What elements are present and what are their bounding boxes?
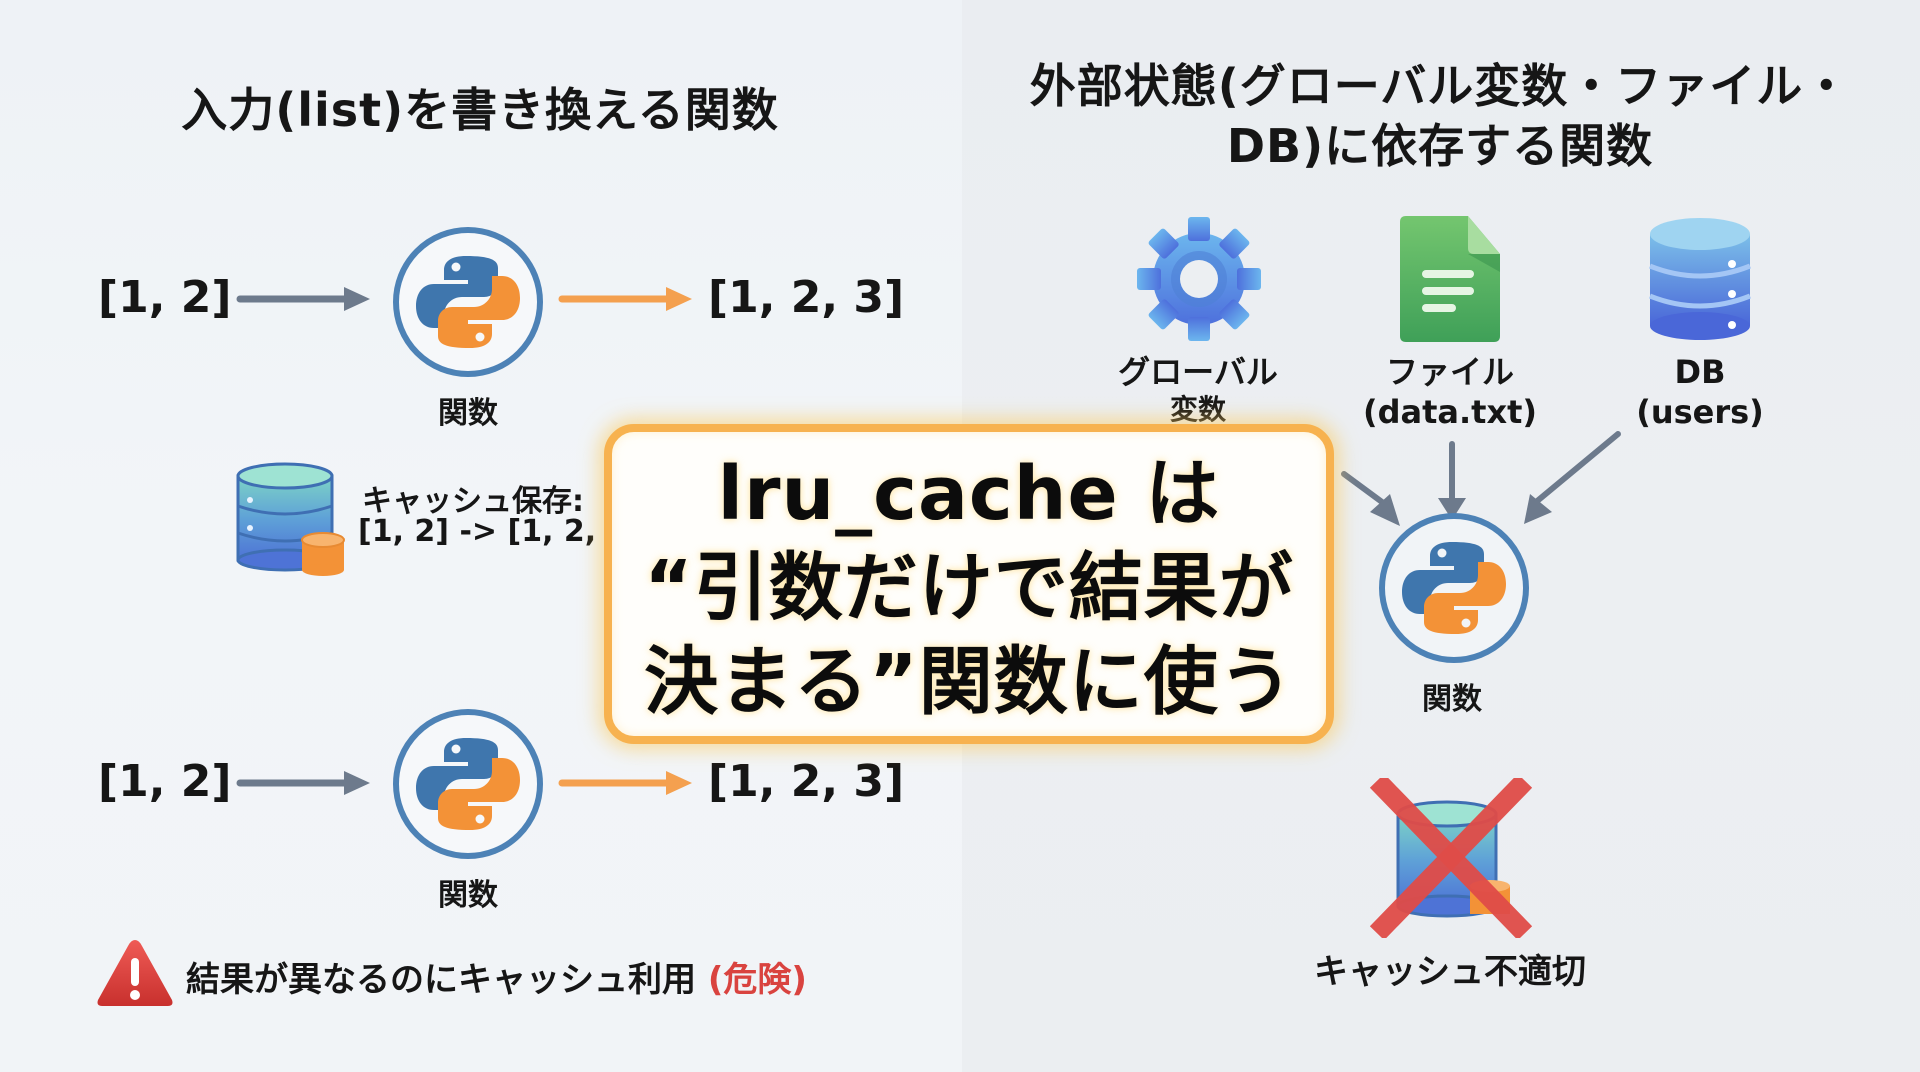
arrow-from-file-icon	[1438, 441, 1466, 520]
row2-function-label: 関数	[438, 878, 498, 913]
source-file-label-line2: (data.txt)	[1362, 393, 1538, 431]
cache-database-icon	[236, 462, 345, 576]
right-title-line1: 外部状態(グローバル変数・ファイル・	[1029, 59, 1851, 113]
callout-line-1: lru_cache は	[717, 451, 1221, 537]
callout-line-2: “引数だけで結果が	[644, 545, 1294, 631]
warning-icon	[97, 940, 173, 1006]
cache-label: キャッシュ保存:	[362, 484, 584, 519]
database-icon	[1649, 218, 1751, 340]
input-arrow-icon	[236, 771, 370, 795]
danger-label: (危険)	[707, 960, 807, 1000]
input-arrow-icon	[236, 287, 370, 311]
callout-line-3: 決まる”関数に使う	[644, 639, 1294, 725]
python-function-icon	[393, 709, 543, 859]
source-db-label-line2: (users)	[1636, 393, 1764, 431]
arrow-from-db-icon	[1524, 431, 1621, 524]
source-db-label-line1: DB	[1674, 353, 1726, 391]
warning-text: 結果が異なるのにキャッシュ利用	[186, 960, 696, 1000]
cache-mapping: [1, 2] -> [1, 2, 3]	[358, 514, 598, 549]
right-title-line2: DB)に依存する関数	[1226, 119, 1654, 173]
python-function-icon	[1379, 513, 1529, 663]
arrow-from-global-icon	[1341, 471, 1400, 526]
file-icon	[1400, 216, 1500, 342]
python-function-icon	[393, 227, 543, 377]
right-function-label: 関数	[1422, 682, 1482, 717]
row1-function-label: 関数	[438, 396, 498, 431]
row2-input: [1, 2]	[98, 756, 232, 807]
cache-crossed-out-icon	[1370, 778, 1532, 938]
output-arrow-icon	[558, 287, 692, 311]
row2-output: [1, 2, 3]	[708, 756, 905, 807]
row1-output: [1, 2, 3]	[708, 272, 905, 323]
warning-message: 結果が異なるのにキャッシュ利用 (危険)	[186, 952, 807, 1001]
source-file-label-line1: ファイル	[1385, 353, 1514, 391]
no-cache-label: キャッシュ不適切	[1314, 952, 1586, 992]
left-title: 入力(list)を書き換える関数	[181, 83, 779, 137]
gear-icon	[1137, 217, 1261, 341]
row1-input: [1, 2]	[98, 272, 232, 323]
dependency-arrows	[1341, 431, 1621, 526]
source-global-label-line1: グローバル	[1118, 353, 1278, 391]
key-message-callout: lru_cache は “引数だけで結果が 決まる”関数に使う	[604, 424, 1334, 744]
source-global-label-line2: 変数	[1169, 393, 1226, 422]
output-arrow-icon	[558, 771, 692, 795]
